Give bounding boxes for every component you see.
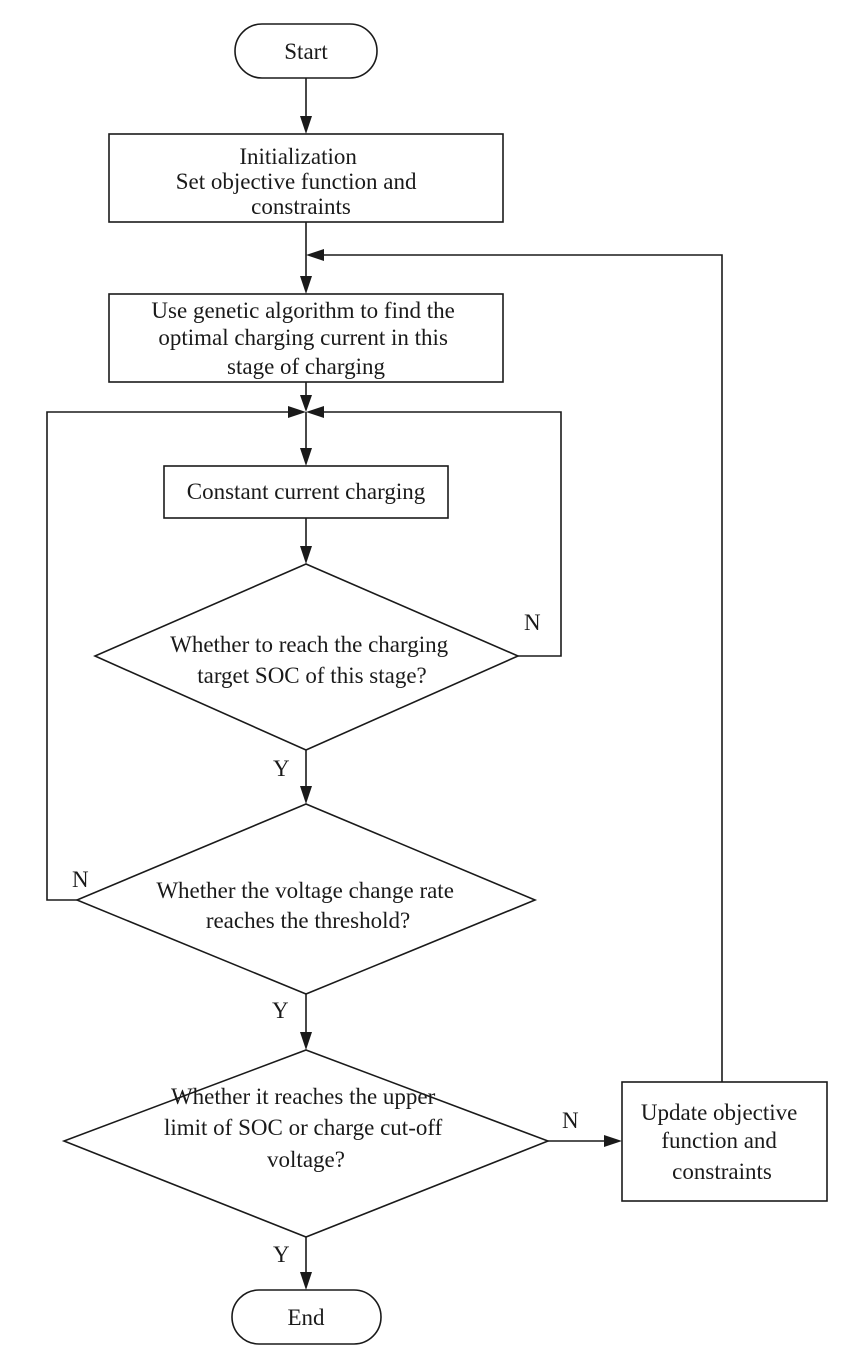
arrow-cc-to-target-decision: [300, 518, 312, 564]
voltage-rate-yes-label: Y: [272, 998, 289, 1023]
initialization-node-text: Initialization Set objective function an…: [176, 144, 423, 219]
voltage-rate-no-label: N: [72, 867, 89, 892]
target-soc-no-label: N: [524, 610, 541, 635]
end-node: End: [231, 1289, 382, 1345]
arrow-init-to-ga: [300, 222, 312, 294]
start-node: Start: [234, 23, 378, 79]
genetic-algorithm-node-text: Use genetic algorithm to find the optima…: [151, 298, 460, 379]
target-soc-yes-label: Y: [273, 756, 290, 781]
target-soc-decision: Whether to reach the charging target SOC…: [93, 563, 520, 751]
loop-update-to-ga: [306, 249, 723, 1082]
arrow-target-to-voltage-decision: [300, 750, 312, 804]
arrow-start-to-init: [300, 78, 312, 134]
arrow-limit-yes-to-end: [300, 1237, 312, 1290]
constant-current-charging-node-text: Constant current charging: [187, 479, 426, 504]
loop-voltage-rate-no: [46, 406, 306, 901]
start-node-text: Start: [284, 39, 328, 64]
upper-limit-no-label: N: [562, 1108, 579, 1133]
upper-limit-yes-label: Y: [273, 1242, 290, 1267]
voltage-rate-decision-text: Whether the voltage change rate reaches …: [156, 878, 459, 933]
voltage-rate-decision: Whether the voltage change rate reaches …: [74, 803, 538, 995]
initialization-node: Initialization Set objective function an…: [108, 133, 504, 223]
update-objective-node: Update objective function and constraint…: [621, 1081, 828, 1202]
arrow-ga-to-merge: [300, 382, 312, 412]
arrow-voltage-to-limit-decision: [300, 994, 312, 1050]
constant-current-charging-node: Constant current charging: [163, 465, 449, 519]
loop-target-soc-no: [306, 406, 562, 657]
update-objective-node-text: Update objective function and constraint…: [641, 1100, 803, 1184]
genetic-algorithm-node: Use genetic algorithm to find the optima…: [108, 293, 504, 383]
upper-limit-decision-text: Whether it reaches the upper limit of SO…: [164, 1084, 448, 1172]
target-soc-decision-text: Whether to reach the charging target SOC…: [170, 632, 454, 688]
end-node-text: End: [287, 1305, 325, 1330]
arrow-merge-to-cc: [300, 412, 312, 466]
arrow-limit-no-to-update: [548, 1135, 622, 1147]
upper-limit-decision: Whether it reaches the upper limit of SO…: [61, 1049, 551, 1238]
